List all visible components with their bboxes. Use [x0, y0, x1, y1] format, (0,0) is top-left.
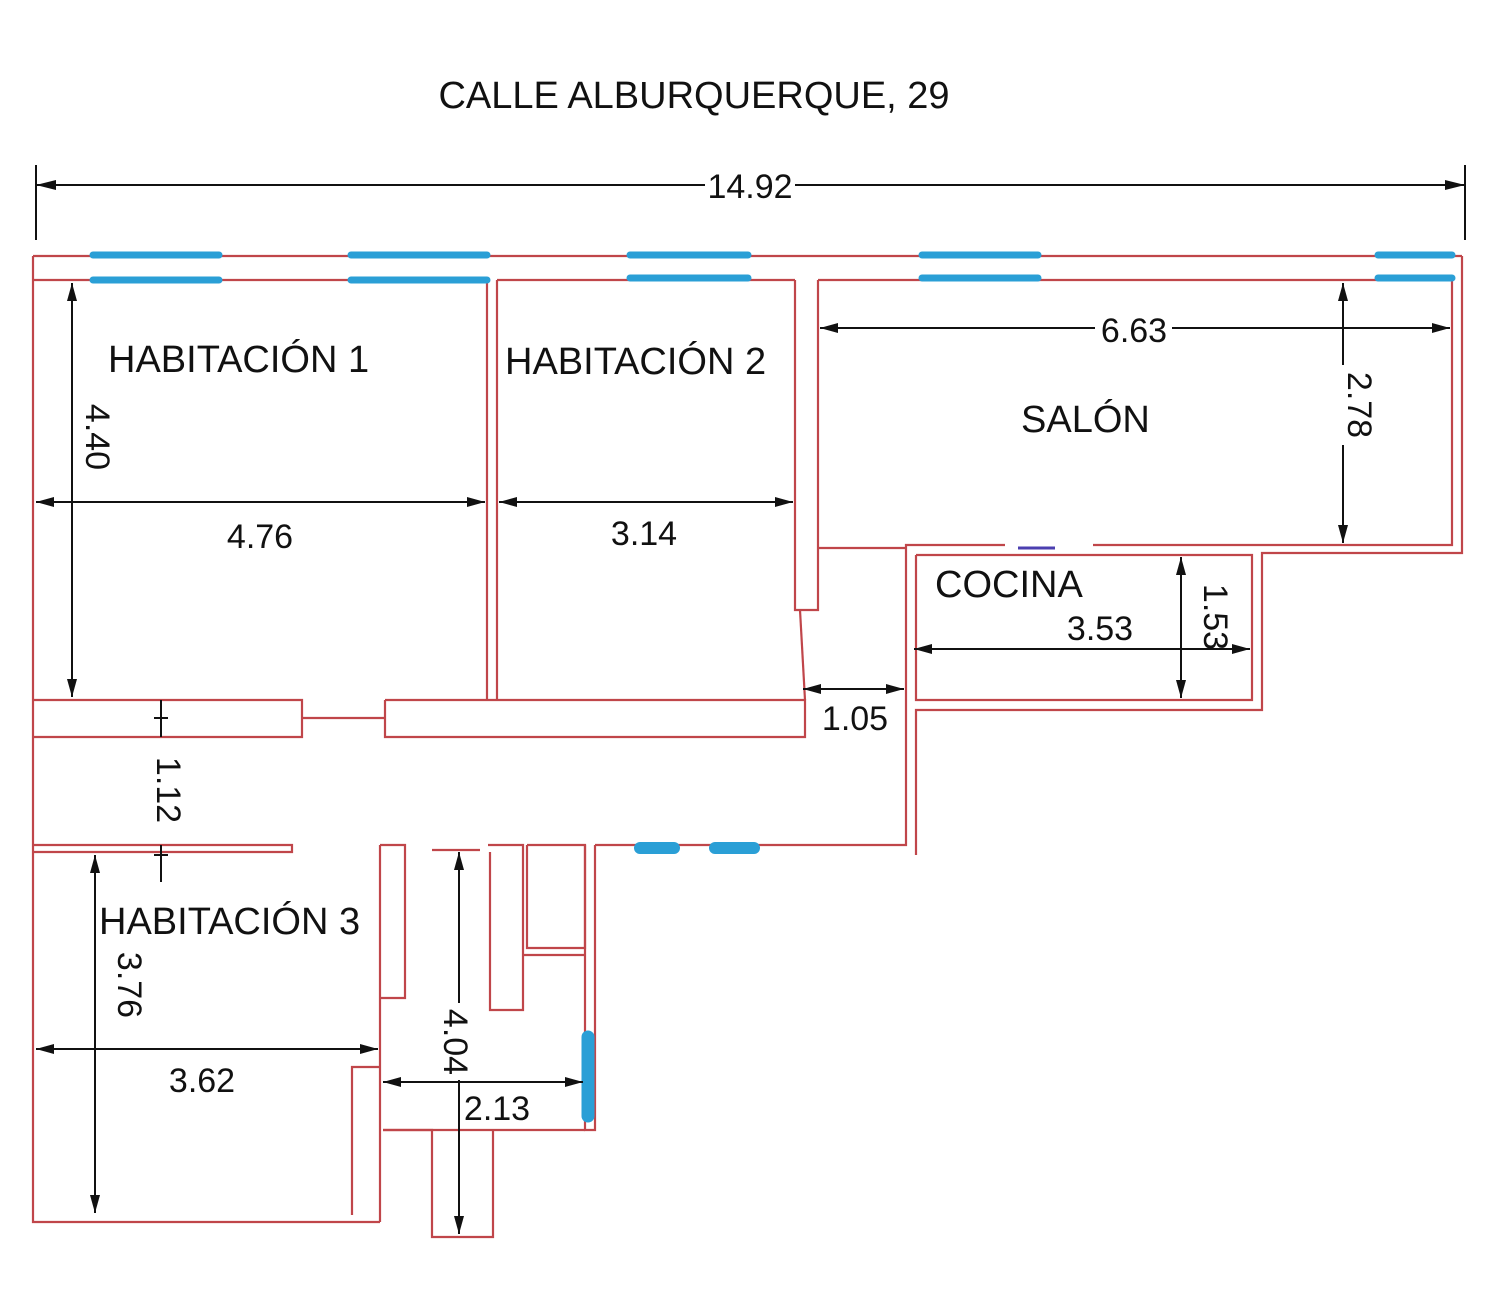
- windows: [89, 251, 1456, 1123]
- corridor-width-value: 1.12: [149, 757, 187, 823]
- street-address-title: CALLE ALBURQUERQUE, 29: [438, 75, 949, 117]
- room-label-salon: SALÓN: [1021, 398, 1150, 441]
- room-label-habitacion-1: HABITACIÓN 1: [108, 338, 369, 381]
- hall-width-value: 2.13: [464, 1090, 530, 1128]
- hab3-width-value: 3.62: [169, 1062, 235, 1100]
- cocina-depth-value: 1.53: [1196, 584, 1234, 650]
- hab1-width-value: 4.76: [227, 518, 293, 556]
- salon-width-dimension: 6.63: [820, 312, 1450, 350]
- cocina-depth-dimension: 1.53: [1176, 557, 1234, 698]
- walls: [31, 254, 1464, 1239]
- corridor-width-dimension: 1.12: [149, 700, 187, 882]
- salon-depth-value: 2.78: [1340, 372, 1378, 438]
- room-label-cocina: COCINA: [935, 564, 1083, 606]
- hall-depth-dimension: 4.04: [436, 852, 474, 1234]
- passage-width-value: 1.05: [822, 700, 888, 738]
- hab1-depth-dimension: 4.40: [67, 283, 116, 697]
- total-width-dimension: 14.92: [35, 165, 1466, 240]
- salon-depth-dimension: 2.78: [1338, 283, 1378, 543]
- total-width-value: 14.92: [707, 168, 792, 206]
- hab1-width-dimension: 4.76: [36, 497, 485, 556]
- hall-depth-value: 4.04: [436, 1009, 474, 1075]
- cocina-width-dimension: 3.53: [914, 610, 1250, 654]
- hab3-depth-dimension: 3.76: [90, 855, 148, 1213]
- cocina-width-value: 3.53: [1067, 610, 1133, 648]
- salon-width-value: 6.63: [1101, 312, 1167, 350]
- hall-width-dimension: 2.13: [383, 1077, 583, 1128]
- hab2-width-value: 3.14: [611, 515, 677, 553]
- passage-width-dimension: 1.05: [803, 684, 904, 738]
- room-label-habitacion-3: HABITACIÓN 3: [99, 900, 360, 943]
- hab3-width-dimension: 3.62: [36, 1044, 378, 1100]
- room-label-habitacion-2: HABITACIÓN 2: [505, 340, 766, 383]
- hab2-width-dimension: 3.14: [499, 497, 793, 553]
- hab1-depth-value: 4.40: [78, 404, 116, 470]
- hab3-depth-value: 3.76: [110, 952, 148, 1018]
